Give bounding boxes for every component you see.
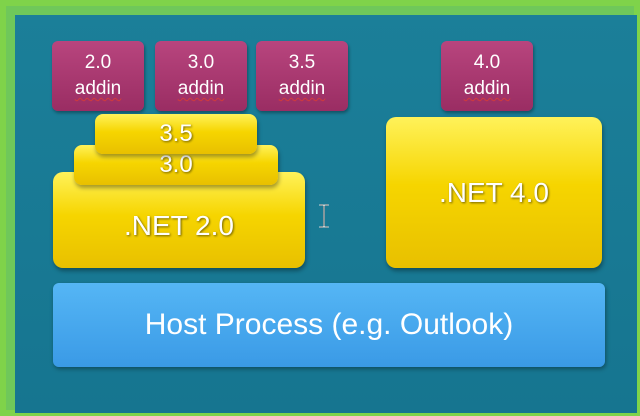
net-2-0-label: .NET 2.0	[124, 210, 234, 241]
addin-version: 3.5	[288, 52, 316, 73]
net-3-0-label: 3.0	[159, 151, 193, 178]
addin-version: 3.0	[187, 52, 215, 73]
addin-3-5: 3.5 addin	[256, 41, 348, 111]
addin-label: addin	[74, 78, 122, 99]
addin-label: addin	[177, 78, 225, 99]
addin-label: addin	[278, 78, 326, 99]
host-process-label: Host Process (e.g. Outlook)	[144, 308, 514, 341]
addin-4-0: 4.0 addin	[441, 41, 533, 111]
host-process: Host Process (e.g. Outlook)	[53, 283, 605, 367]
addin-version: 4.0	[473, 52, 501, 73]
net-4-0-runtime: .NET 4.0	[386, 117, 602, 268]
net-4-0-label: .NET 4.0	[439, 176, 549, 208]
addin-label: addin	[463, 78, 511, 99]
net-2-0-runtime: .NET 2.0	[53, 172, 305, 268]
i-beam-cursor-icon	[317, 203, 331, 229]
addin-version: 2.0	[84, 52, 112, 73]
addin-3-0: 3.0 addin	[155, 41, 247, 111]
diagram-canvas: 2.0 addin 3.0 addin 3.5 addin 4.0 addin …	[15, 15, 637, 413]
i-beam-cursor-glyph	[319, 204, 329, 228]
net-3-5-layer: 3.5	[95, 114, 257, 154]
addin-2-0: 2.0 addin	[52, 41, 144, 111]
net-3-5-label: 3.5	[159, 120, 193, 147]
